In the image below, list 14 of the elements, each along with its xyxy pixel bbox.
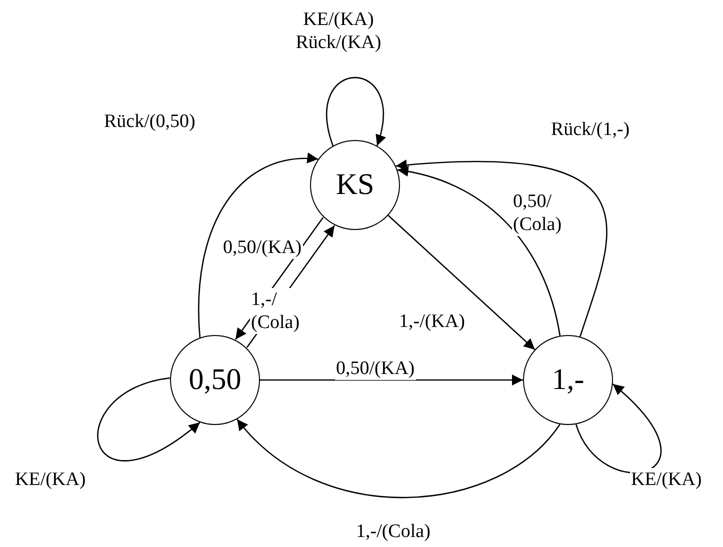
state-name: 0,50: [188, 363, 242, 397]
edge-label: KE/(KA): [630, 468, 703, 491]
self-loop-arrow: [326, 77, 386, 146]
self-loop-arrow: [97, 377, 200, 462]
state-circle: [310, 140, 400, 230]
transition-arrow: [198, 153, 318, 338]
transition-arrow: [388, 214, 536, 350]
transition-arrow: [396, 160, 608, 337]
transition-arrow: [236, 418, 560, 498]
transition-arrow: [260, 374, 523, 386]
transition-arrow: [397, 166, 561, 336]
state-name: KS: [336, 168, 374, 202]
self-loop-arrow: [575, 384, 662, 474]
state-name: 1,-: [552, 363, 584, 397]
